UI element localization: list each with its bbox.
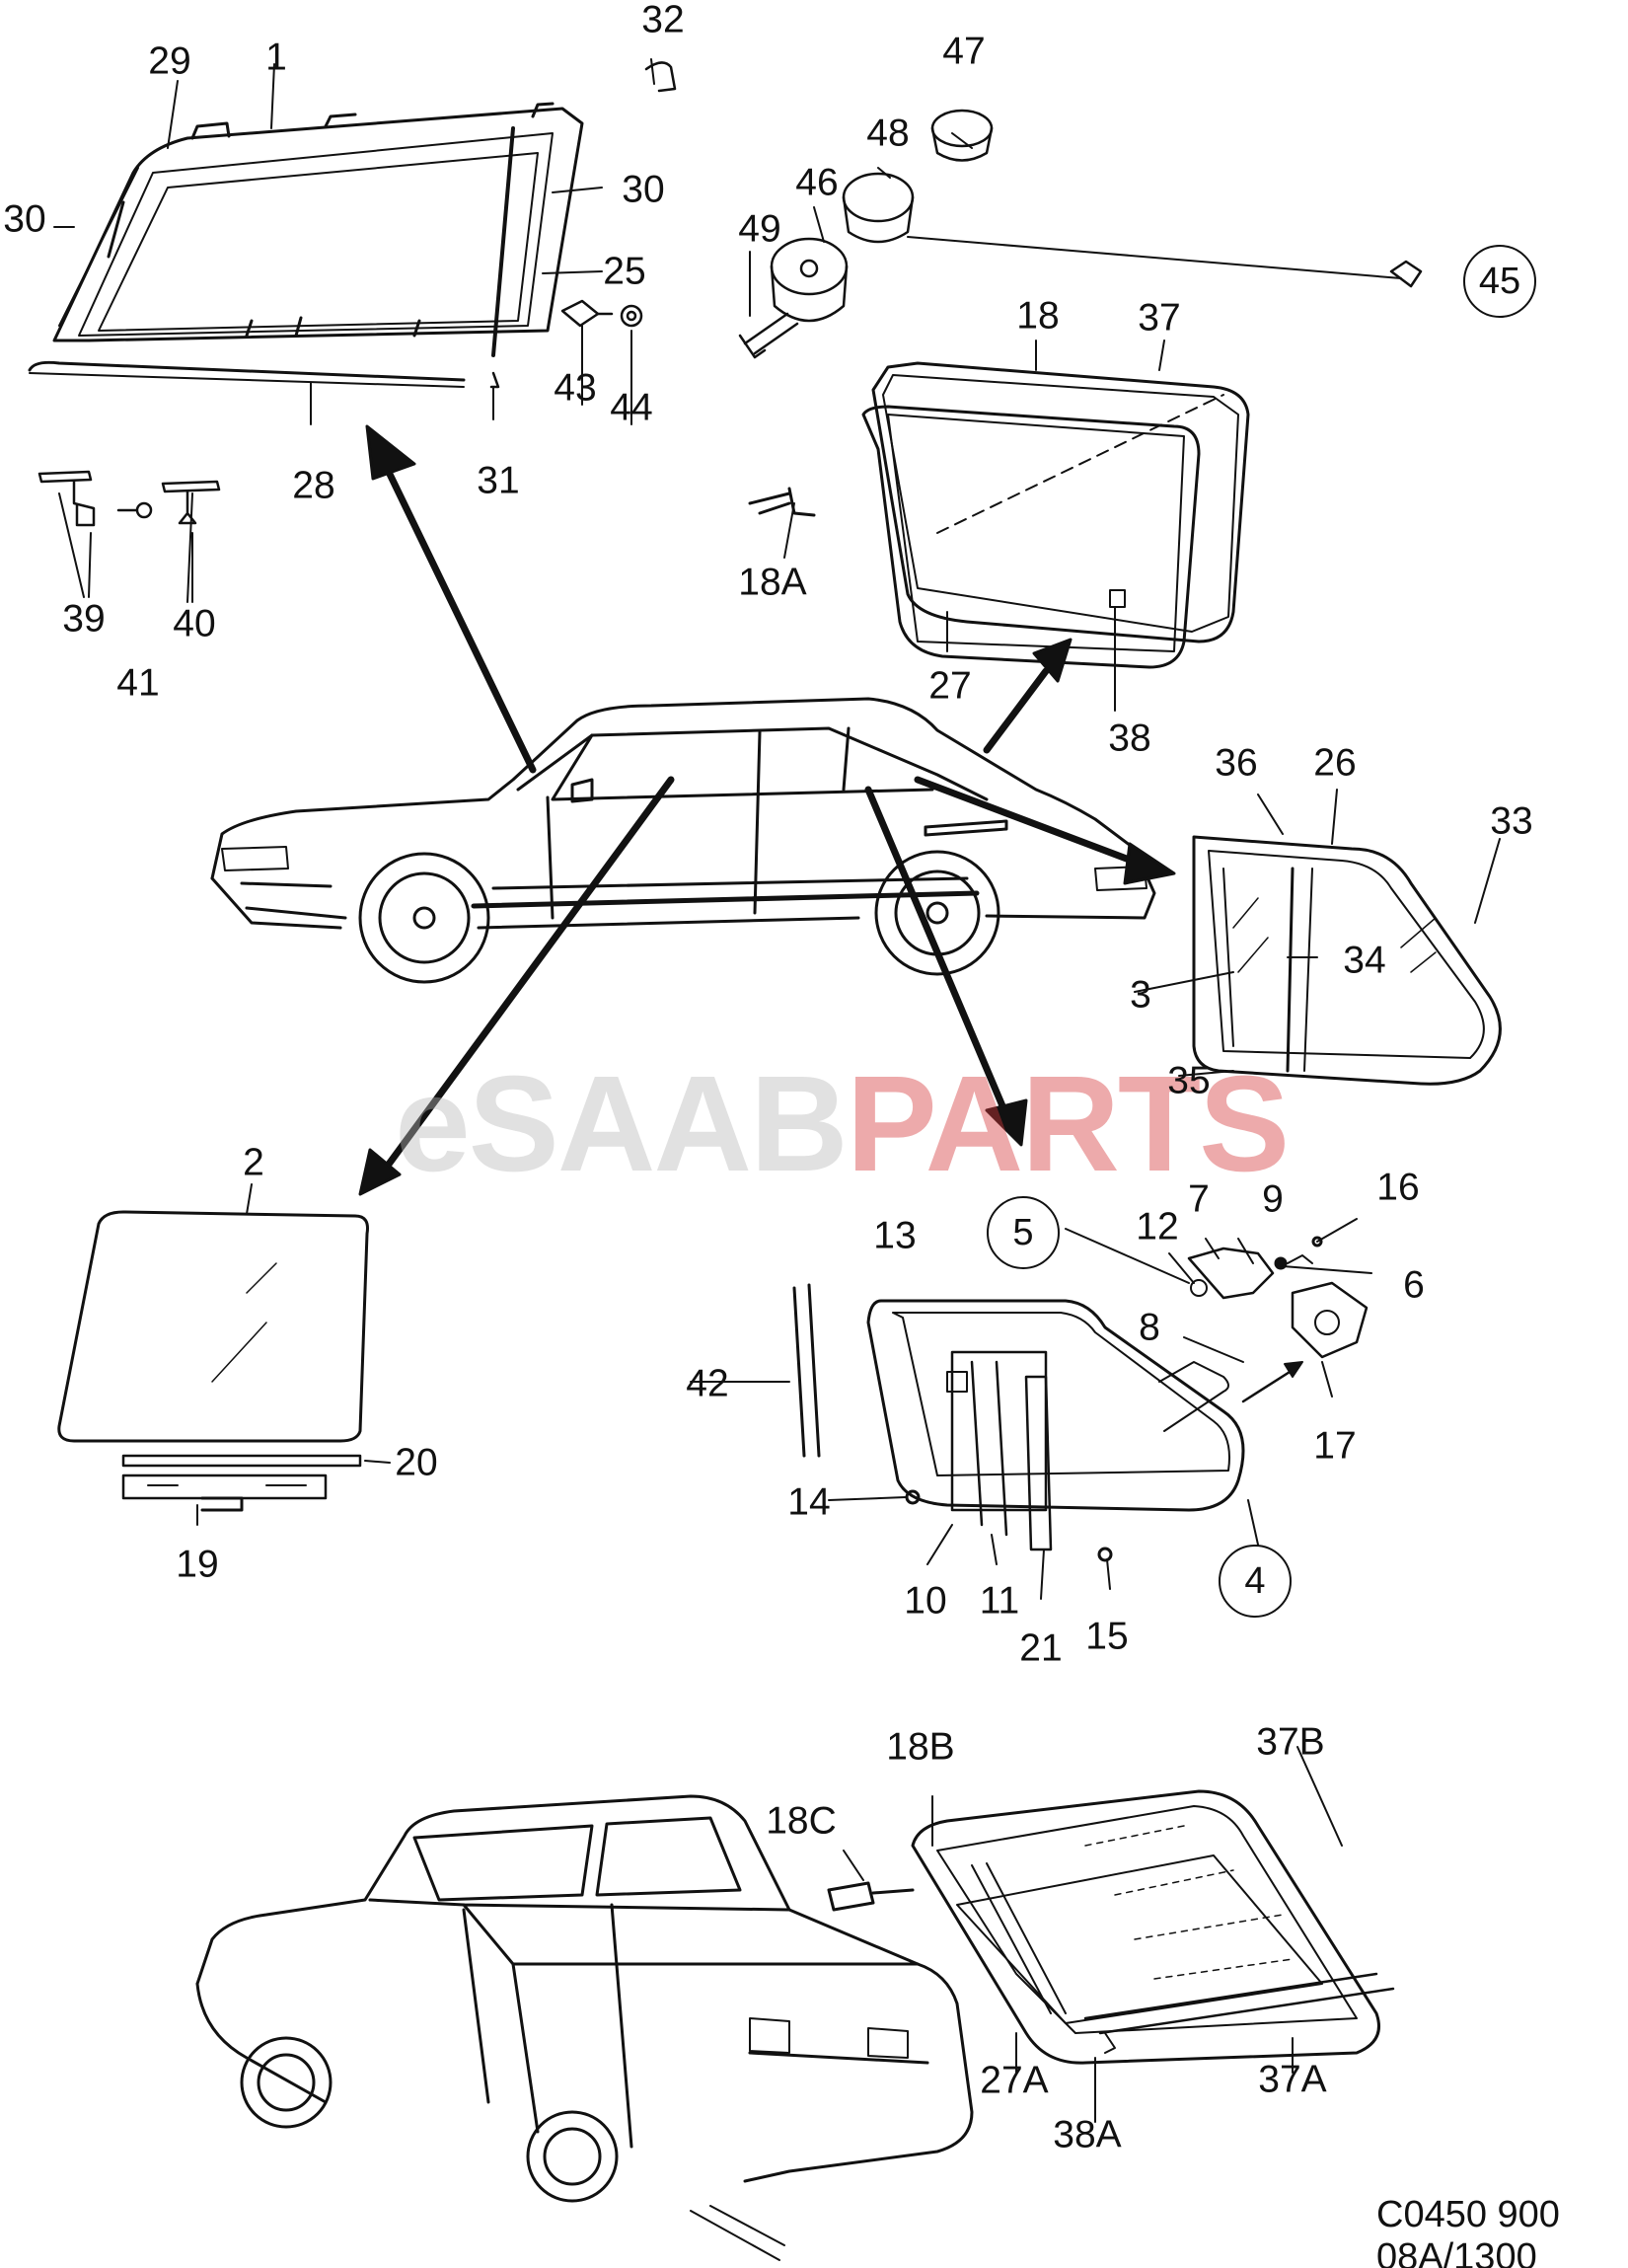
- part-label-5: 5: [987, 1196, 1060, 1269]
- part-label-29: 29: [148, 39, 191, 83]
- main-car-drawing: [210, 697, 1156, 984]
- part-label-4: 4: [1219, 1545, 1292, 1618]
- watermark: eSAABPARTS: [395, 1048, 1290, 1200]
- part-label-1: 1: [265, 36, 287, 79]
- part-label-45: 45: [1463, 245, 1536, 318]
- part-label-2: 2: [243, 1141, 264, 1184]
- part-label-38: 38: [1108, 717, 1151, 760]
- part-label-39: 39: [62, 597, 106, 641]
- part-label-18: 18: [1016, 294, 1060, 338]
- vent-window-assembly: [792, 1236, 1369, 1562]
- part-label-17: 17: [1313, 1424, 1357, 1468]
- part-label-12: 12: [1136, 1205, 1179, 1248]
- part-label-36: 36: [1215, 741, 1258, 785]
- sedan-rear-window: [827, 1789, 1395, 2065]
- roof-fasteners: [738, 109, 1423, 359]
- part-label-40: 40: [173, 602, 216, 645]
- part-label-37b: 37B: [1256, 1720, 1325, 1764]
- part-label-9: 9: [1262, 1177, 1284, 1221]
- part-label-48: 48: [866, 112, 910, 155]
- callout-arrows: [358, 424, 1303, 1403]
- part-label-32: 32: [641, 0, 685, 41]
- part-label-27: 27: [928, 664, 972, 708]
- part-label-3: 3: [1130, 973, 1151, 1017]
- part-label-18a: 18A: [738, 561, 807, 604]
- part-label-6: 6: [1403, 1263, 1425, 1307]
- part-label-7: 7: [1188, 1177, 1210, 1221]
- part-label-30-right: 30: [622, 168, 665, 211]
- part-label-13: 13: [873, 1214, 917, 1257]
- rear-window-clips: [37, 61, 677, 527]
- part-label-26: 26: [1313, 741, 1357, 785]
- part-label-35: 35: [1167, 1059, 1211, 1102]
- leader-lines: [53, 58, 1501, 2123]
- part-label-8: 8: [1139, 1306, 1160, 1349]
- part-label-14: 14: [787, 1480, 831, 1524]
- part-label-49: 49: [738, 207, 781, 251]
- part-label-42: 42: [686, 1362, 729, 1405]
- part-label-11: 11: [979, 1579, 1020, 1623]
- part-label-46: 46: [795, 161, 839, 204]
- part-label-33: 33: [1490, 799, 1533, 843]
- part-label-37a: 37A: [1258, 2058, 1327, 2101]
- sedan-car-drawing: [195, 1794, 974, 2261]
- part-label-18c: 18C: [766, 1799, 837, 1843]
- part-label-31: 31: [477, 459, 520, 502]
- part-label-16: 16: [1376, 1166, 1420, 1209]
- part-label-43: 43: [554, 366, 597, 410]
- part-label-34: 34: [1343, 939, 1386, 982]
- side-window-assembly: [1192, 835, 1502, 1086]
- drawing-code-line2: 08A/1300: [1376, 2236, 1537, 2268]
- part-label-10: 10: [904, 1579, 947, 1623]
- part-label-18b: 18B: [886, 1725, 955, 1769]
- part-label-28: 28: [292, 464, 335, 507]
- part-label-25: 25: [603, 250, 646, 293]
- part-label-47: 47: [942, 30, 986, 73]
- part-label-19: 19: [176, 1543, 219, 1586]
- door-glass-assembly: [57, 1210, 369, 1512]
- part-label-15: 15: [1085, 1615, 1129, 1658]
- part-label-27a: 27A: [980, 2059, 1049, 2102]
- part-label-44: 44: [610, 386, 653, 429]
- part-label-37: 37: [1138, 296, 1181, 340]
- drawing-code-line1: C0450 900: [1376, 2194, 1560, 2235]
- part-label-20: 20: [395, 1441, 438, 1484]
- part-label-41: 41: [116, 661, 160, 705]
- part-label-38a: 38A: [1053, 2113, 1122, 2156]
- rear-quarter-window: [748, 361, 1250, 669]
- part-label-21: 21: [1019, 1626, 1063, 1670]
- part-label-30-left: 30: [3, 197, 46, 241]
- rear-window-assembly: [28, 102, 584, 388]
